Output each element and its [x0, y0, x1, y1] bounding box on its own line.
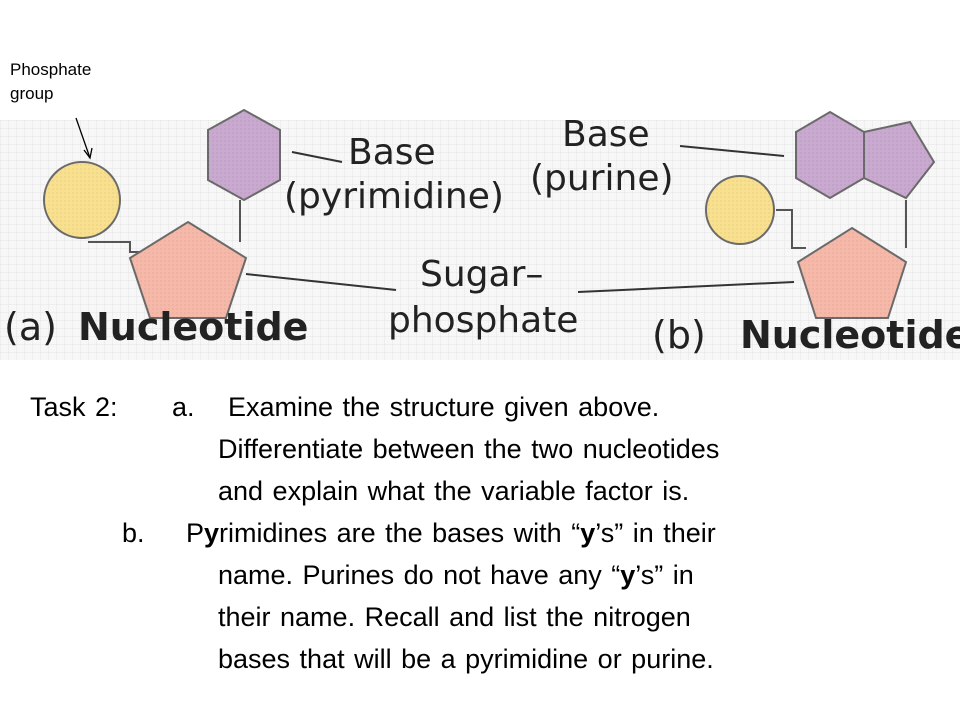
task-a-marker: a.	[172, 392, 195, 422]
task-b-line3: their name. Recall and list the nitrogen	[218, 602, 691, 632]
y-highlight: y	[620, 560, 636, 590]
phosphate-sugar-bond-a	[88, 241, 142, 253]
sugar-phosphate-label-2: phosphate	[388, 300, 578, 341]
base-pyrimidine-label-1: Base	[348, 132, 436, 173]
y-highlight: y	[204, 518, 220, 548]
phosphate-sugar-bond-b	[776, 209, 806, 249]
nucleotide-diagram: Base (pyrimidine) Base (purine) Sugar– p…	[0, 108, 960, 360]
task-b-line4: bases that will be a pyrimidine or purin…	[218, 644, 714, 674]
task-label: Task 2:	[30, 392, 118, 422]
sugar-leader-b	[577, 281, 795, 293]
phosphate-label-line1: Phosphate	[10, 60, 92, 79]
phosphate-arrow	[75, 117, 91, 159]
task-b-line2: name. Purines do not have any “y’s” in	[218, 560, 694, 590]
base-pyrimidine-leader	[291, 151, 343, 163]
phosphate-label-line2: group	[10, 84, 54, 103]
task-b-line1: Pyrimidines are the bases with “y’s” in …	[186, 518, 716, 548]
base-purine-leader	[679, 145, 785, 157]
base-purine-label-1: Base	[562, 114, 650, 155]
panel-a-title: Nucleotide	[78, 305, 308, 349]
task-a-line1: Examine the structure given above.	[228, 392, 660, 422]
base-pyrimidine-label-2: (pyrimidine)	[284, 176, 504, 217]
task-a-line3: and explain what the variable factor is.	[218, 476, 690, 506]
panel-b-label: (b)	[652, 313, 706, 357]
phosphate-group-label: Phosphate group	[10, 56, 91, 108]
panel-a-label: (a)	[4, 305, 57, 349]
base-purine-label-2: (purine)	[530, 158, 674, 199]
task-a-line2: Differentiate between the two nucleotide…	[218, 434, 720, 464]
y-highlight: y	[580, 518, 596, 548]
panel-b-title: Nucleotide	[740, 313, 960, 357]
task-b-marker: b.	[122, 518, 145, 548]
sugar-phosphate-label-1: Sugar–	[420, 254, 543, 295]
sugar-leader-a	[245, 273, 397, 291]
